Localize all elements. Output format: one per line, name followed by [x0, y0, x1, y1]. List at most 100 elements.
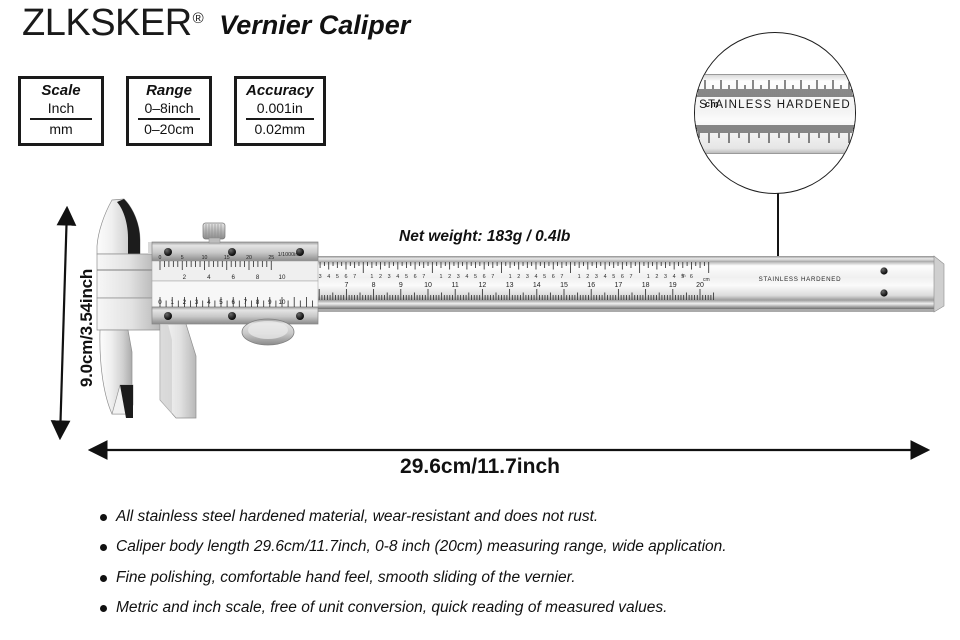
magnifier-unit-label: cm [705, 99, 720, 109]
svg-text:6: 6 [231, 274, 235, 281]
bullet-icon [100, 514, 107, 521]
svg-text:0: 0 [158, 299, 162, 306]
spec-value-top: 0–8inch [138, 100, 200, 121]
spec-box-range: Range 0–8inch 0–20cm [126, 76, 212, 146]
svg-text:2: 2 [183, 299, 187, 306]
magnifier-text-label: STAINLESS HARDENED [699, 99, 851, 111]
svg-text:3: 3 [664, 274, 667, 280]
spec-value-bottom: 0–20cm [144, 121, 194, 138]
svg-text:4: 4 [534, 274, 537, 280]
svg-text:6: 6 [483, 274, 486, 280]
registered-trademark-icon: ® [192, 10, 204, 28]
svg-text:7: 7 [344, 282, 348, 289]
svg-text:12: 12 [479, 282, 487, 289]
svg-text:5: 5 [405, 274, 408, 280]
svg-text:7: 7 [422, 274, 425, 280]
svg-text:10: 10 [279, 299, 286, 306]
magnified-inch-ticks [695, 80, 855, 97]
svg-text:19: 19 [669, 282, 677, 289]
svg-text:4: 4 [327, 274, 330, 280]
feature-text: Caliper body length 29.6cm/11.7inch, 0-8… [116, 538, 727, 556]
svg-text:1: 1 [170, 299, 174, 306]
list-item: Fine polishing, comfortable hand feel, s… [100, 568, 727, 587]
svg-text:3: 3 [195, 299, 199, 306]
svg-text:13: 13 [506, 282, 514, 289]
vernier-rivets [164, 248, 304, 320]
svg-text:6: 6 [690, 274, 693, 280]
svg-text:10: 10 [202, 255, 208, 261]
svg-text:8: 8 [256, 274, 260, 281]
bullet-icon [100, 605, 107, 613]
feature-list: All stainless steel hardened material, w… [100, 507, 727, 629]
svg-text:25: 25 [268, 255, 274, 261]
lock-screw[interactable] [202, 222, 226, 244]
magnified-metric-ticks [695, 125, 855, 143]
svg-text:4: 4 [207, 299, 211, 306]
magnified-ruler-strip [695, 74, 855, 154]
svg-text:4: 4 [207, 274, 211, 281]
svg-text:8: 8 [372, 282, 376, 289]
net-weight-label: Net weight: 183g / 0.4lb [399, 228, 571, 245]
height-dimension-label: 9.0cm/3.54inch [77, 268, 96, 388]
svg-text:17: 17 [615, 282, 623, 289]
feature-text: All stainless steel hardened material, w… [116, 508, 599, 525]
svg-text:1: 1 [509, 274, 512, 280]
svg-text:5: 5 [219, 299, 223, 306]
svg-text:15: 15 [560, 282, 568, 289]
svg-text:6: 6 [414, 274, 417, 280]
length-dimension-label: 29.6cm/11.7inch [400, 455, 560, 478]
svg-text:11: 11 [452, 282, 459, 289]
beam-stainless-hardened-label: STAINLESS HARDENED [759, 276, 842, 283]
spec-title: Scale [41, 82, 81, 99]
thumb-roller[interactable] [241, 318, 295, 346]
svg-text:9: 9 [399, 282, 403, 289]
spec-title: Accuracy [246, 82, 314, 99]
svg-text:5: 5 [681, 274, 684, 280]
svg-text:7: 7 [491, 274, 494, 280]
svg-text:9: 9 [268, 299, 272, 306]
svg-text:16: 16 [587, 282, 595, 289]
brand-logo: ZLKSKER® [22, 4, 204, 42]
svg-text:3: 3 [457, 274, 460, 280]
svg-text:6: 6 [552, 274, 555, 280]
spec-value-top: Inch [30, 100, 92, 121]
spec-box-scale: Scale Inch mm [18, 76, 104, 146]
svg-text:5: 5 [336, 274, 339, 280]
spec-value-bottom: 0.02mm [254, 121, 306, 138]
svg-text:5: 5 [181, 255, 184, 261]
svg-text:3: 3 [388, 274, 391, 280]
list-item: Metric and inch scale, free of unit conv… [100, 598, 727, 617]
svg-text:7: 7 [353, 274, 356, 280]
spec-box-group: Scale Inch mm Range 0–8inch 0–20cm Accur… [18, 76, 326, 146]
svg-text:4: 4 [465, 274, 468, 280]
svg-text:7: 7 [629, 274, 632, 280]
spec-value-top: 0.001in [246, 100, 314, 121]
bullet-icon [100, 574, 107, 582]
svg-text:4: 4 [673, 274, 676, 280]
svg-text:4: 4 [604, 274, 607, 280]
svg-text:15: 15 [224, 255, 230, 261]
vernier-marking-label: 1/1000in [278, 252, 299, 258]
svg-text:4: 4 [396, 274, 399, 280]
feature-text: Fine polishing, comfortable hand feel, s… [116, 568, 576, 586]
svg-text:10: 10 [279, 274, 286, 281]
svg-text:0: 0 [159, 255, 162, 261]
svg-text:14: 14 [533, 282, 541, 289]
caliper-fixed-jaw [96, 198, 161, 418]
svg-text:3: 3 [319, 274, 322, 280]
beam-cm-unit-label: cm [703, 277, 710, 283]
svg-text:6: 6 [231, 299, 235, 306]
magnifier-callout: cm STAINLESS HARDENED [694, 32, 856, 194]
svg-text:18: 18 [642, 282, 650, 289]
beam-rivets [880, 267, 888, 297]
svg-text:20: 20 [696, 282, 704, 289]
svg-text:3: 3 [526, 274, 529, 280]
spec-box-accuracy: Accuracy 0.001in 0.02mm [234, 76, 326, 146]
svg-text:5: 5 [474, 274, 477, 280]
bullet-icon [100, 544, 107, 552]
svg-text:7: 7 [560, 274, 563, 280]
svg-text:5: 5 [612, 274, 615, 280]
page-title: Vernier Caliper [219, 10, 411, 40]
